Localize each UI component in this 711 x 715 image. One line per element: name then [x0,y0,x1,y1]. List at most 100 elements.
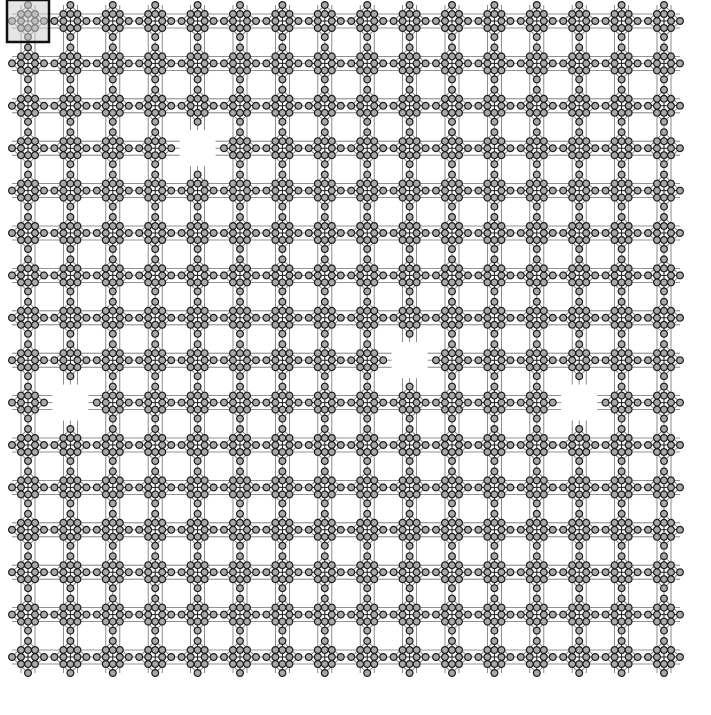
qubit-node [449,34,456,41]
qubit-node [187,307,194,314]
qubit-node [399,562,406,569]
unit-cell [136,44,175,83]
qubit-node [152,392,159,399]
qubit-node [449,44,456,51]
qubit-node [194,2,201,9]
qubit-node [145,576,152,583]
qubit-node [230,569,237,576]
qubit-node [576,298,583,305]
qubit-node [328,272,335,279]
qubit-node [116,611,123,618]
qubit-node [18,569,25,576]
qubit-node [145,569,152,576]
qubit-node [25,373,32,380]
qubit-node [272,569,279,576]
qubit-node [159,399,166,406]
qubit-node [364,265,371,272]
qubit-node [125,272,132,279]
qubit-node [484,406,491,413]
qubit-node [413,279,420,286]
qubit-node [491,627,498,634]
qubit-node [625,399,632,406]
qubit-node [295,569,302,576]
qubit-node [540,53,547,60]
qubit-node [583,611,590,618]
qubit-node [576,246,583,253]
qubit-node [661,171,668,178]
qubit-node [74,194,81,201]
qubit-node [634,102,641,109]
qubit-node [328,357,335,364]
qubit-node [286,279,293,286]
qubit-node [661,2,668,9]
qubit-node [413,442,420,449]
unit-cell [221,638,260,677]
qubit-node [18,314,25,321]
qubit-node [159,11,166,18]
qubit-node [279,138,286,145]
qubit-node [498,180,505,187]
qubit-node [187,11,194,18]
qubit-node [442,350,449,357]
qubit-node [611,307,618,314]
unit-cell [390,638,429,677]
qubit-node [18,364,25,371]
qubit-node [668,95,675,102]
unit-cell [475,595,514,634]
qubit-node [25,542,32,549]
qubit-node [159,180,166,187]
qubit-node [484,321,491,328]
qubit-node [677,654,684,661]
qubit-node [102,477,109,484]
qubit-node [456,321,463,328]
unit-cell [178,214,217,253]
qubit-node [230,25,237,32]
qubit-node [569,223,576,230]
qubit-node [210,18,217,25]
qubit-node [221,611,228,618]
qubit-node [433,526,440,533]
qubit-node [321,25,328,32]
qubit-node [25,562,32,569]
qubit-node [263,526,270,533]
qubit-node [67,435,74,442]
qubit-node [32,435,39,442]
qubit-node [413,67,420,74]
qubit-node [67,25,74,32]
unit-cell [475,426,514,465]
qubit-node [442,576,449,583]
qubit-node [399,449,406,456]
qubit-node [32,230,39,237]
qubit-node [602,187,609,194]
qubit-node [159,661,166,668]
qubit-node [449,661,456,668]
qubit-node [321,203,328,210]
qubit-node [9,230,16,237]
unit-cell [475,638,514,677]
qubit-node [201,187,208,194]
qubit-node [540,11,547,18]
qubit-node [661,415,668,422]
qubit-node [286,350,293,357]
qubit-node [645,654,652,661]
qubit-node [668,399,675,406]
qubit-node [560,654,567,661]
unit-cell [305,638,344,677]
qubit-node [611,109,618,116]
qubit-node [618,194,625,201]
qubit-node [279,203,286,210]
qubit-node [237,67,244,74]
qubit-node [498,533,505,540]
qubit-node [25,237,32,244]
qubit-node [576,458,583,465]
qubit-node [517,145,524,152]
qubit-node [592,18,599,25]
qubit-node [491,330,498,337]
qubit-node [201,661,208,668]
qubit-node [371,435,378,442]
qubit-node [526,53,533,60]
qubit-node [145,491,152,498]
qubit-node [491,161,498,168]
qubit-node [32,272,39,279]
qubit-node [187,272,194,279]
